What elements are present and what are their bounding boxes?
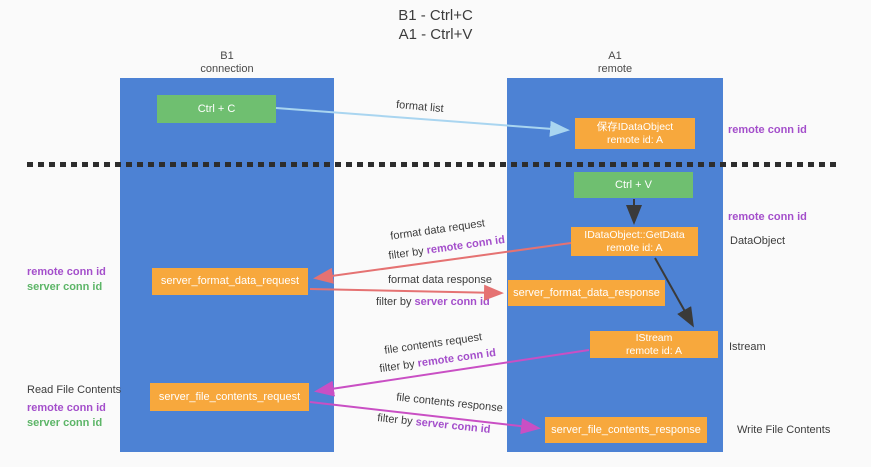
ctrl-v-box: Ctrl + V (574, 172, 693, 198)
left-column-header: B1 connection (120, 50, 334, 76)
ctrl-c-label: Ctrl + C (197, 102, 236, 115)
read-file-contents-label: Read File Contents (27, 384, 122, 396)
ctrl-c-box: Ctrl + C (157, 95, 276, 123)
remote-conn-id-label-left-1: remote conn id (27, 266, 106, 278)
istream-line1: IStream (635, 331, 673, 344)
dataobject-label: DataObject (730, 235, 786, 247)
istream-line2: remote id: A (625, 344, 683, 357)
diagram-title: B1 - Ctrl+C A1 - Ctrl+V (0, 6, 871, 44)
server-conn-id-label-left-1: server conn id (27, 281, 103, 293)
format-data-response-arrow (309, 284, 504, 301)
server-file-contents-response-box: server_file_contents_response (545, 417, 707, 443)
title-line-1: B1 - Ctrl+C (398, 7, 473, 24)
server-conn-id-text: server conn id (415, 416, 492, 436)
filter-by-text: filter by (387, 245, 425, 263)
server-format-data-request-label: server_format_data_request (160, 275, 300, 287)
save-idataobject-line1: 保存IDataObject (596, 120, 674, 133)
right-column-name: A1 (608, 50, 622, 62)
filter-by-server-conn-id-label-1: filter by server conn id (376, 296, 490, 308)
ctrl-v-label: Ctrl + V (615, 178, 652, 191)
server-file-contents-response-label: server_file_contents_response (551, 423, 701, 436)
format-list-arrow-label: format list (395, 98, 445, 116)
filter-by-text: filter by (378, 358, 416, 376)
istream-side-label: Istream (729, 341, 766, 353)
filter-by-text: filter by (376, 296, 412, 308)
getdata-line1: IDataObject::GetData (584, 228, 685, 241)
remote-conn-id-label-mid-right: remote conn id (728, 211, 807, 223)
getdata-line2: remote id: A (606, 241, 663, 254)
remote-conn-id-label-left-2: remote conn id (27, 402, 106, 414)
remote-conn-id-text: remote conn id (425, 233, 506, 257)
idataobject-getdata-box: IDataObject::GetData remote id: A (571, 227, 698, 256)
save-idataobject-box: 保存IDataObject remote id: A (575, 118, 695, 149)
write-file-contents-label: Write File Contents (737, 424, 831, 436)
right-column-sub: remote (597, 63, 633, 75)
server-file-contents-request-label: server_file_contents_request (158, 390, 301, 403)
istream-box: IStream remote id: A (590, 331, 718, 358)
right-column-header: A1 remote (507, 50, 723, 76)
server-file-contents-request-box: server_file_contents_request (150, 383, 309, 411)
dashed-divider-line (27, 162, 836, 167)
left-column-name: B1 (220, 50, 234, 62)
server-conn-id-text: server conn id (414, 296, 490, 308)
server-format-data-response-box: server_format_data_response (508, 280, 665, 306)
filter-by-server-conn-id-label-2: filter by server conn id (377, 412, 491, 436)
title-line-2: A1 - Ctrl+V (398, 26, 473, 43)
left-column-sub: connection (200, 63, 254, 75)
save-idataobject-line2: remote id: A (606, 133, 664, 146)
remote-conn-id-label-top-right: remote conn id (728, 124, 807, 136)
server-conn-id-label-left-2: server conn id (27, 417, 103, 429)
filter-by-text: filter by (376, 412, 414, 428)
server-format-data-request-box: server_format_data_request (152, 268, 308, 295)
server-format-data-response-label: server_format_data_response (513, 286, 660, 299)
format-data-response-arrow-label: format data response (388, 274, 492, 286)
file-contents-response-arrow-label: file contents response (395, 391, 504, 415)
